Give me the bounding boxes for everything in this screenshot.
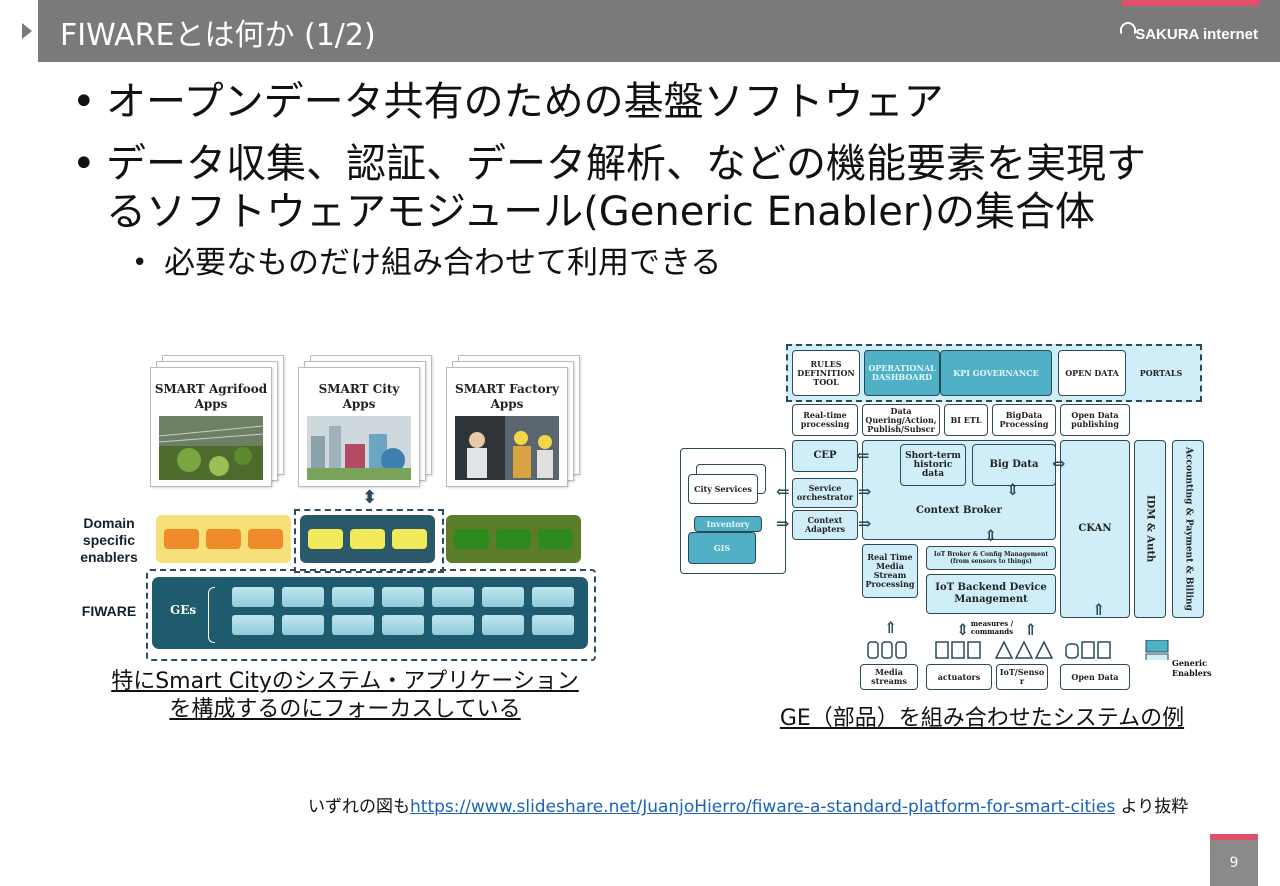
accounting-payment-billing: Accounting & Payment & Billing xyxy=(1172,440,1204,618)
sakura-logo-icon xyxy=(1120,22,1136,34)
city-services-frame xyxy=(680,448,786,574)
factory-photo xyxy=(455,416,559,480)
big-data: Big Data xyxy=(972,444,1056,486)
bullet-text: データ収集、認証、データ解析、などの機能要素を実現す xyxy=(106,141,1146,187)
arrow-updown-icon: ⇕ xyxy=(956,620,970,639)
header-chevron-icon xyxy=(0,0,38,62)
bullet-dot: • xyxy=(72,141,96,187)
ge-cell xyxy=(382,615,424,635)
bi-etl: BI ETL xyxy=(944,404,988,436)
ge-cell xyxy=(232,615,274,635)
brace-icon xyxy=(208,587,215,643)
realtime-media-stream: Real Time Media Stream Processing xyxy=(862,544,918,598)
domain-box-agrifood xyxy=(156,515,291,563)
right-caption: GE（部品）を組み合わせたシステムの例 xyxy=(779,706,1185,731)
measures-commands-label: measures / commands xyxy=(970,619,1014,636)
arrow-right-icon: ⇒ xyxy=(858,514,872,533)
iot-backend-device-management: IoT Backend Device Management xyxy=(926,574,1056,614)
iot-sensor: IoT/Senso r xyxy=(996,664,1048,690)
ge-cell xyxy=(482,615,524,635)
rules-definition-tool: RULES DEFINITION TOOL xyxy=(792,350,860,396)
inventory: Inventory xyxy=(694,516,762,532)
gis: GIS xyxy=(688,532,756,564)
device-icons-row xyxy=(867,640,1169,660)
slide-header: FIWAREとは何か (1/2) SAKURA internet xyxy=(0,0,1280,62)
page-number: 9 xyxy=(1210,834,1258,886)
ge-cell xyxy=(332,587,374,607)
generic-enablers-legend: Generic Enablers xyxy=(1172,658,1212,678)
domain-box-city xyxy=(300,515,435,563)
open-data: OPEN DATA xyxy=(1058,350,1126,396)
arrow-right-icon: ⇐ xyxy=(776,482,790,501)
bullet-dot: • xyxy=(132,248,148,278)
cep: CEP xyxy=(792,440,858,472)
open-data-publishing: Open Data publishing xyxy=(1060,404,1130,436)
arrow-up-icon: ⇑ xyxy=(884,618,898,637)
bullet-text: るソフトウェアモジュール(Generic Enabler)の集合体 xyxy=(106,189,1095,235)
ge-cell xyxy=(532,587,574,607)
source-link[interactable]: https://www.slideshare.net/JuanjoHierro/… xyxy=(410,797,1116,817)
ge-cell xyxy=(532,615,574,635)
arrow-left-icon: ⇐ xyxy=(856,446,870,465)
agrifood-photo xyxy=(159,416,263,480)
ge-cell xyxy=(382,587,424,607)
arrow-right-icon: ⇒ xyxy=(776,514,790,533)
kpi-governance: KPI GOVERNANCE xyxy=(940,350,1052,396)
domain-enablers-label: Domain specific enablers xyxy=(80,515,138,565)
arrow-leftright-icon: ⇔ xyxy=(1052,454,1066,473)
ge-cell xyxy=(482,587,524,607)
city-highlight-frame xyxy=(294,509,444,573)
ge-cell xyxy=(432,587,474,607)
ckan: CKAN xyxy=(1060,440,1130,618)
fiware-dashed-frame xyxy=(146,569,596,661)
arrow-updown-icon: ⇕ xyxy=(984,526,998,545)
operational-dashboard: OPERATIONAL DASHBOARD xyxy=(864,350,940,396)
city-services: City Services xyxy=(688,474,758,504)
bigdata-processing: BigData Processing xyxy=(992,404,1056,436)
domain-box-factory xyxy=(446,515,581,563)
portals: PORTALS xyxy=(1139,367,1183,378)
ge-cell xyxy=(232,587,274,607)
ge-system-example-figure: RULES DEFINITION TOOL OPERATIONAL DASHBO… xyxy=(680,344,1240,694)
arrow-updown-icon: ⇕ xyxy=(1006,480,1020,499)
slide-title: FIWAREとは何か (1/2) xyxy=(60,18,376,53)
arrow-up-icon: ⇑ xyxy=(1024,620,1038,639)
ge-cell xyxy=(282,587,324,607)
realtime-processing: Real-time processing xyxy=(792,404,858,436)
double-arrow-icon: ⬍ xyxy=(362,487,378,508)
left-caption: 特にSmart Cityのシステム・アプリケーションを構成するのにフォーカスして… xyxy=(111,669,579,722)
context-adapters: Context Adapters xyxy=(792,510,858,540)
actuators: actuators xyxy=(926,664,992,690)
bullet-text: オープンデータ共有のための基盤ソフトウェア xyxy=(106,79,944,125)
source-footnote: いずれの図もhttps://www.slideshare.net/JuanjoH… xyxy=(308,797,1189,817)
bullet-dot: • xyxy=(72,79,96,125)
data-query: Data Quering/Action, Publish/Subscr xyxy=(862,404,940,436)
media-streams: Media streams xyxy=(860,664,918,690)
idm-auth: IDM & Auth xyxy=(1134,440,1166,618)
arrow-right-icon: ⇒ xyxy=(858,482,872,501)
brand-logo-text: SAKURA internet xyxy=(1135,26,1258,43)
ges-label: GEs xyxy=(170,603,197,617)
city-photo xyxy=(307,416,411,480)
fiware-label: FIWARE xyxy=(81,603,137,619)
arrow-up-icon: ⇑ xyxy=(1092,600,1106,619)
short-term-historic-data: Short-term historic data xyxy=(900,444,966,486)
ge-cell xyxy=(432,615,474,635)
open-data-source: Open Data xyxy=(1060,664,1130,690)
ge-cell xyxy=(282,615,324,635)
ge-cell xyxy=(332,615,374,635)
iot-broker-config: IoT Broker & Config Management (from sen… xyxy=(926,546,1056,570)
brand-accent-bar xyxy=(1122,0,1260,6)
sub-bullet-text: 必要なものだけ組み合わせて利用できる xyxy=(164,245,722,281)
service-orchestrator: Service orchestrator xyxy=(792,478,858,508)
